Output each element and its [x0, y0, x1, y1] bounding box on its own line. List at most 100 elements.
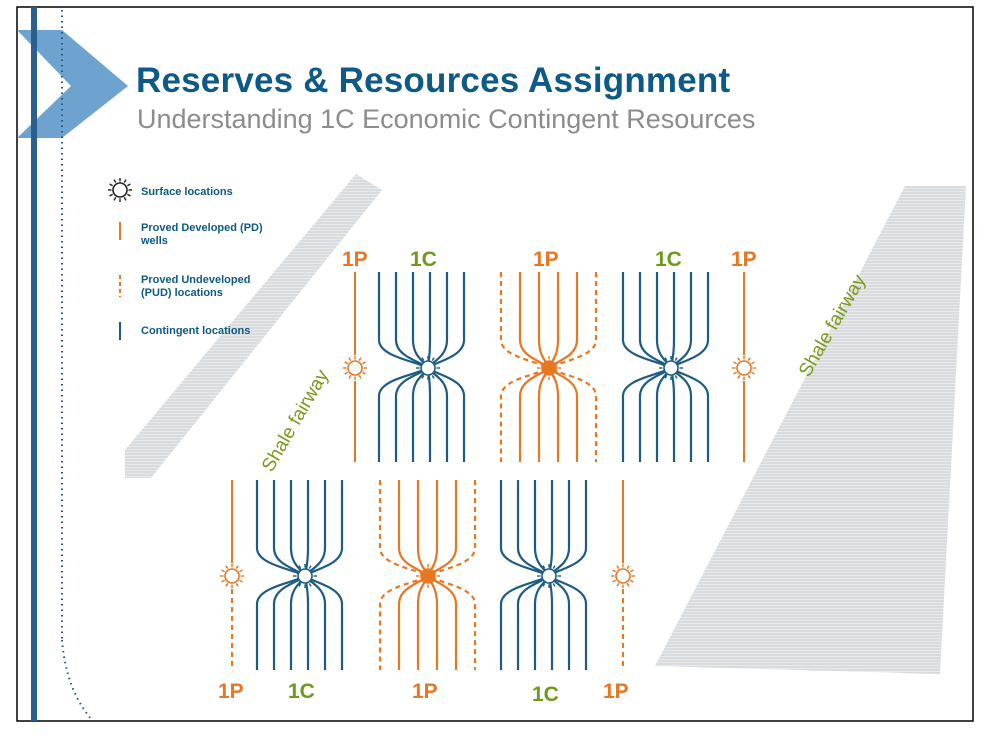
sun-core	[615, 568, 631, 584]
sun-core	[347, 360, 363, 376]
shale-fairway-left	[125, 174, 382, 478]
bottom-1p-a	[220, 480, 244, 670]
sun-ray	[542, 565, 546, 569]
sun-ray	[660, 371, 664, 375]
sun-core	[224, 568, 240, 584]
sun-ray	[435, 361, 439, 365]
sun-ray	[612, 569, 616, 573]
sun-ray	[737, 357, 741, 361]
legend-pud-label: Proved Undeveloped (PUD) locations	[141, 274, 251, 299]
label-top-1p-b: 1P	[533, 248, 559, 271]
sun-core	[736, 360, 752, 376]
sun-ray	[556, 579, 560, 583]
sun-ray	[626, 583, 630, 587]
page-subtitle: Understanding 1C Economic Contingent Res…	[137, 104, 756, 134]
surface-location-icon	[732, 356, 756, 380]
sun-ray	[362, 371, 366, 375]
surface-location-icon	[293, 564, 317, 588]
sun-ray	[542, 357, 546, 361]
sun-ray	[435, 371, 439, 375]
sun-ray	[225, 565, 229, 569]
sun-ray	[552, 565, 556, 569]
sun-ray	[747, 375, 751, 379]
sun-ray	[312, 579, 316, 583]
top-1c-b	[621, 272, 710, 462]
well-path	[255, 480, 305, 670]
sun-ray	[294, 579, 298, 583]
bottom-1p-c	[611, 480, 635, 670]
sun-ray	[664, 357, 668, 361]
surface-location-icon	[659, 356, 683, 380]
surface-location-icon	[537, 564, 561, 588]
top-1p-a	[343, 272, 367, 462]
slide-frame	[16, 6, 974, 722]
shale-fairway-right	[655, 186, 966, 674]
sun-ray	[616, 583, 620, 587]
surface-location-icon	[416, 564, 440, 588]
sun-ray	[421, 357, 425, 361]
well-path	[621, 272, 671, 462]
well-path	[377, 272, 428, 462]
sun-ray	[417, 579, 421, 583]
sun-core	[541, 360, 557, 376]
sun-ray	[312, 569, 316, 573]
sun-ray	[542, 583, 546, 587]
label-bottom-1p-c: 1P	[603, 680, 629, 703]
sun-ray	[308, 583, 312, 587]
sun-ray	[348, 357, 352, 361]
sun-ray	[417, 569, 421, 573]
sun-ray	[674, 357, 678, 361]
sun-ray	[616, 565, 620, 569]
sun-ray	[113, 179, 117, 183]
sun-ray	[431, 583, 435, 587]
sun-ray	[431, 565, 435, 569]
sun-ray	[737, 375, 741, 379]
sun-ray	[630, 579, 634, 583]
sun-ray	[538, 579, 542, 583]
sun-ray	[674, 375, 678, 379]
sun-ray	[127, 183, 131, 187]
legend-surface-label: Surface locations	[141, 186, 233, 198]
sun-core	[663, 360, 679, 376]
sun-ray	[421, 565, 425, 569]
sun-ray	[435, 579, 439, 583]
sun-core	[420, 568, 436, 584]
well-path	[378, 480, 428, 670]
label-bottom-1c-b: 1C	[532, 683, 559, 706]
sun-ray	[552, 357, 556, 361]
sun-ray	[556, 569, 560, 573]
label-bottom-1p-a: 1P	[218, 680, 244, 703]
sun-ray	[221, 569, 225, 573]
sun-ray	[552, 375, 556, 379]
sun-ray	[239, 569, 243, 573]
sun-ray	[538, 569, 542, 573]
sun-ray	[123, 179, 127, 183]
surface-location-icon	[220, 564, 244, 588]
label-top-1p-a: 1P	[342, 248, 368, 271]
sun-ray	[308, 565, 312, 569]
surface-location-icon	[611, 564, 635, 588]
label-top-1p-c: 1P	[731, 248, 757, 271]
sun-ray	[435, 569, 439, 573]
sun-ray	[431, 375, 435, 379]
sun-ray	[733, 371, 737, 375]
sun-icon	[108, 178, 132, 202]
surface-location-icon	[416, 356, 440, 380]
sun-ray	[664, 375, 668, 379]
sun-ray	[630, 569, 634, 573]
top-1p-b	[499, 272, 598, 462]
sun-ray	[421, 583, 425, 587]
sun-ray	[235, 565, 239, 569]
sun-ray	[294, 569, 298, 573]
sun-ray	[362, 361, 366, 365]
sun-ray	[344, 361, 348, 365]
sun-ray	[298, 583, 302, 587]
sun-ray	[660, 361, 664, 365]
left-dotted-curve	[61, 639, 93, 721]
sun-ray	[552, 583, 556, 587]
well-path	[499, 480, 549, 670]
top-1c-a	[377, 272, 466, 462]
surface-location-icon	[537, 356, 561, 380]
label-bottom-1c-a: 1C	[288, 680, 315, 703]
